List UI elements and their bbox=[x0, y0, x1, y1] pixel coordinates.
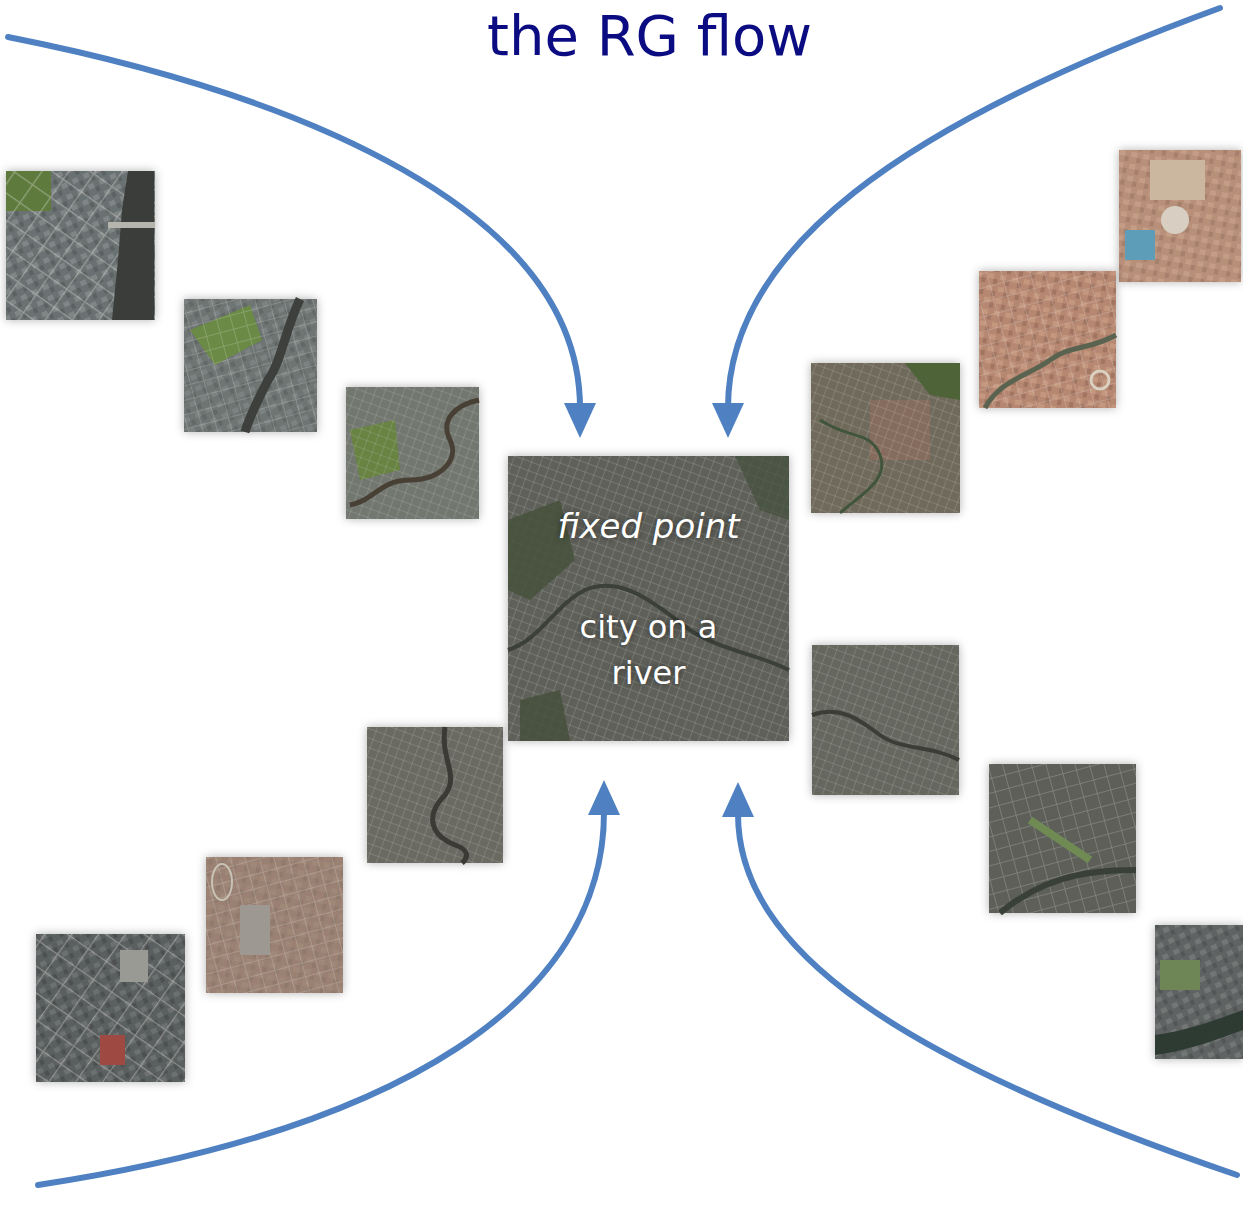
node-heading: fixed point bbox=[508, 505, 789, 547]
node-label: city on a river bbox=[554, 604, 744, 696]
aerial-tile bbox=[206, 857, 343, 993]
aerial-tile bbox=[1119, 150, 1241, 282]
fixed-point-image bbox=[508, 456, 789, 741]
fixed-point-box: fixed point city on a river bbox=[508, 456, 789, 741]
aerial-tile bbox=[346, 387, 479, 519]
aerial-tile bbox=[1155, 925, 1243, 1059]
aerial-tile bbox=[6, 171, 155, 320]
aerial-tile bbox=[184, 299, 317, 432]
aerial-tile bbox=[979, 271, 1116, 408]
aerial-tile bbox=[36, 934, 185, 1082]
aerial-tile bbox=[811, 363, 960, 513]
aerial-tile bbox=[989, 764, 1136, 913]
flow-lines bbox=[8, 8, 1237, 1185]
aerial-tile bbox=[367, 727, 503, 863]
diagram-title: the RG flow bbox=[487, 4, 812, 68]
aerial-tile bbox=[812, 645, 959, 795]
